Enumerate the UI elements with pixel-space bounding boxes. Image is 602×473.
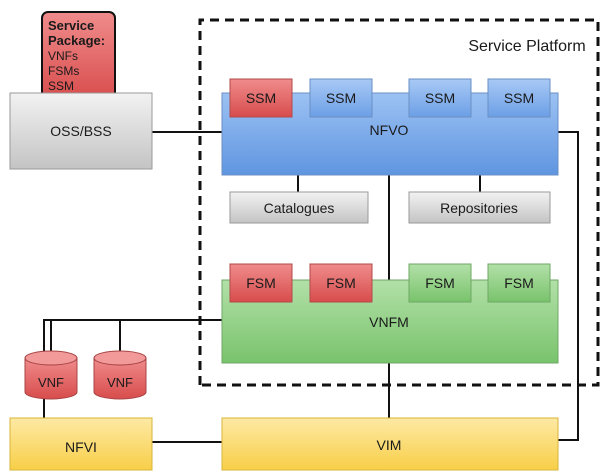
nfvi-label: NFVI — [65, 439, 97, 455]
nfvi-box: NFVI — [9, 417, 153, 471]
catalogues-label: Catalogues — [264, 200, 335, 216]
service-platform-label: Service Platform — [468, 38, 585, 55]
fsm-box-3: FSM — [408, 263, 472, 303]
catalogues-box: Catalogues — [229, 191, 369, 224]
ssm-label-3: SSM — [425, 90, 455, 106]
service-package-title-1: Service — [48, 18, 94, 33]
service-package-item-ssm: SSM — [48, 79, 74, 93]
service-package-item-vnfs: VNFs — [48, 49, 78, 63]
ssm-group: SSM SSM SSM SSM — [229, 78, 551, 118]
service-package-item-fsms: FSMs — [48, 64, 79, 78]
service-platform-boundary — [198, 18, 600, 387]
fsm-label-2: FSM — [326, 275, 356, 291]
fsm-box-1: FSM — [229, 263, 293, 303]
vnf-label-1: VNF — [38, 375, 64, 390]
ssm-label-1: SSM — [246, 90, 276, 106]
vnfm-label: VNFM — [369, 314, 409, 330]
vim-label: VIM — [377, 437, 402, 453]
oss-bss-box: OSS/BSS — [9, 92, 153, 170]
nfvo-label: NFVO — [370, 122, 409, 138]
connectors — [43, 131, 579, 443]
ssm-box-3: SSM — [408, 78, 472, 118]
fsm-box-4: FSM — [487, 263, 551, 303]
ssm-label-2: SSM — [326, 90, 356, 106]
fsm-label-4: FSM — [504, 275, 534, 291]
ssm-box-2: SSM — [309, 78, 373, 118]
oss-bss-label: OSS/BSS — [50, 123, 111, 139]
fsm-group: FSM FSM FSM FSM — [229, 263, 551, 303]
vim-box: VIM — [221, 417, 559, 471]
service-package-note: Service Package: VNFs FSMs SSM — [41, 11, 116, 102]
ssm-box-1: SSM — [229, 78, 293, 118]
fsm-box-2: FSM — [309, 263, 373, 303]
fsm-label-3: FSM — [425, 275, 455, 291]
vnf-cylinder-1: VNF — [24, 350, 78, 400]
ssm-box-4: SSM — [487, 78, 551, 118]
vnf-cylinder-2: VNF — [93, 350, 147, 400]
service-package-title-2: Package: — [48, 33, 105, 48]
nfvo-vim-link — [558, 131, 579, 441]
ssm-label-4: SSM — [504, 90, 534, 106]
repositories-box: Repositories — [408, 191, 551, 224]
vnf-label-2: VNF — [107, 375, 133, 390]
repositories-label: Repositories — [440, 200, 518, 216]
fsm-label-1: FSM — [246, 275, 276, 291]
